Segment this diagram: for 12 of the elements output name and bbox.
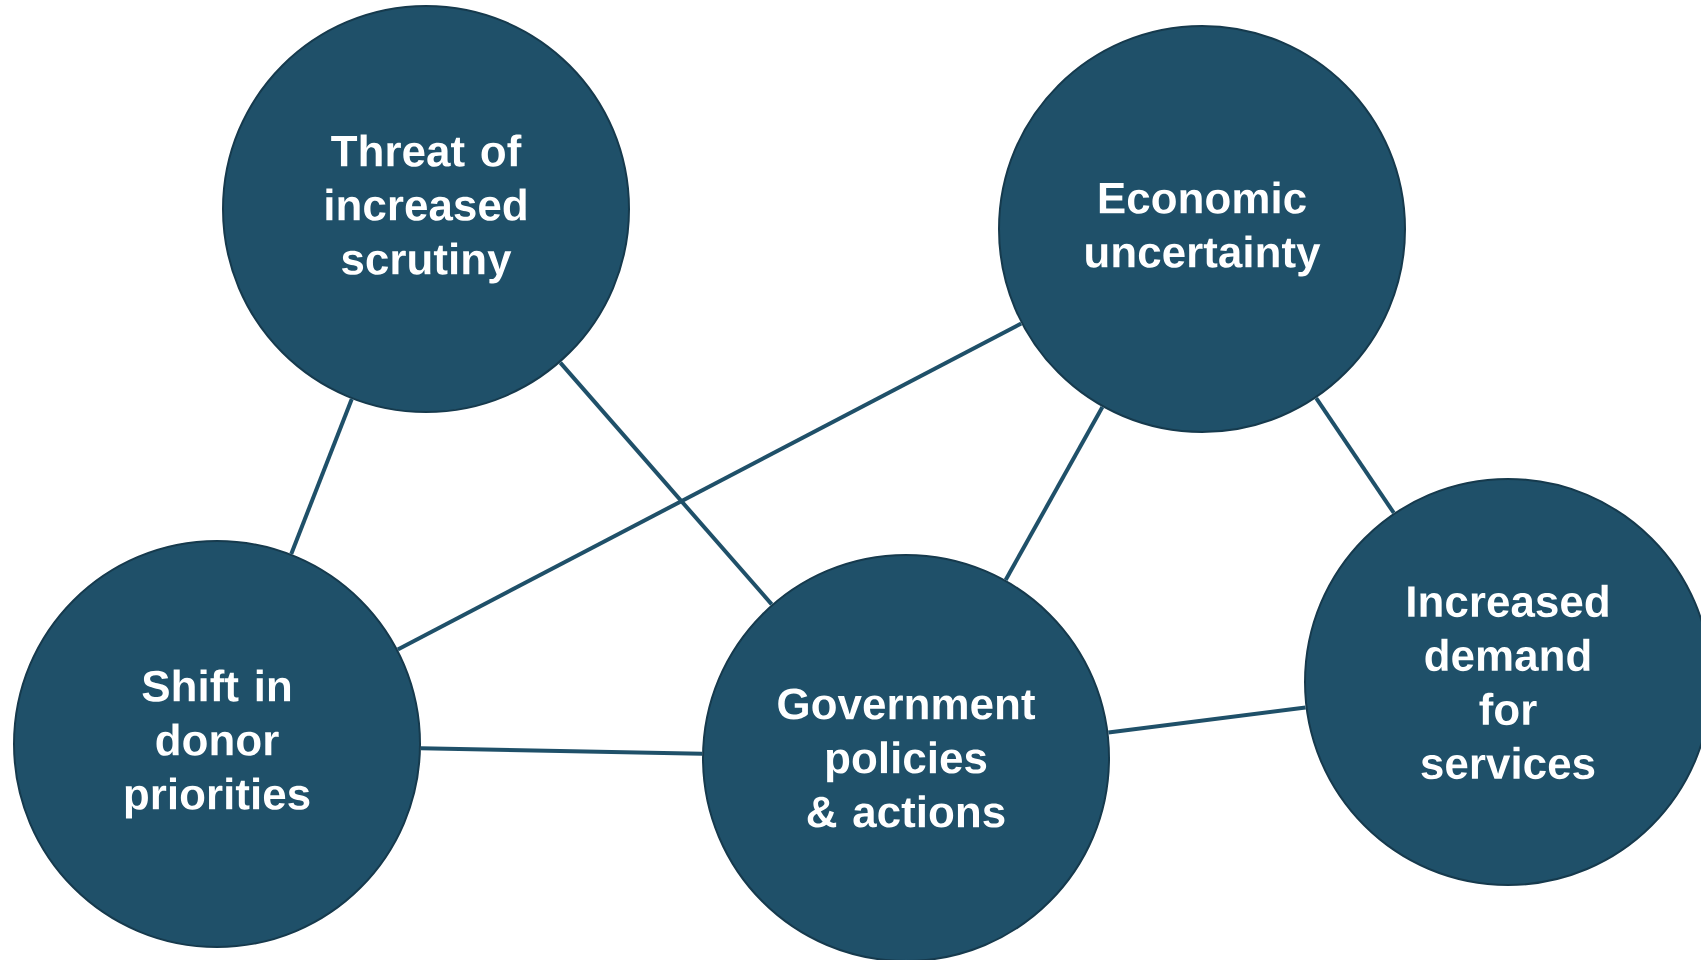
- circle-node: Shift in donor priorities: [13, 540, 421, 948]
- circle-node: Increased demand for services: [1304, 478, 1701, 886]
- connector-line: [558, 361, 774, 606]
- connector-line: [289, 398, 354, 555]
- connector-line: [1108, 705, 1306, 735]
- circle-node: Economic uncertainty: [998, 25, 1406, 433]
- circle-node: Threat of increased scrutiny: [222, 5, 630, 413]
- connector-line: [1314, 396, 1396, 515]
- connector-line: [420, 746, 703, 756]
- circle-node: Government policies & actions: [702, 554, 1110, 960]
- connector-line: [1003, 406, 1105, 581]
- connector-line: [396, 321, 1023, 652]
